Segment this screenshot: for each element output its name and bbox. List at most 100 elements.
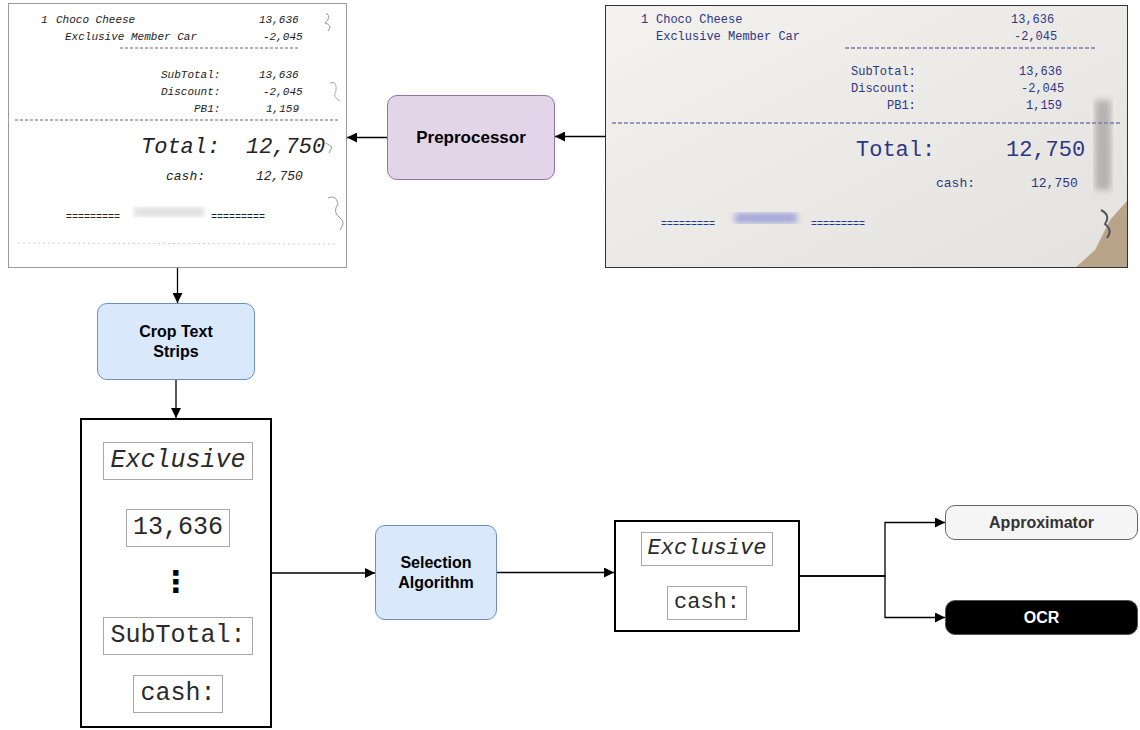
label-text: -2,045 — [1021, 82, 1064, 96]
receipt-line: 1,159 — [266, 98, 299, 116]
label-text: ⋮ — [161, 564, 191, 599]
label-text: 12,750 — [1031, 176, 1078, 191]
receipt-line: Choco Cheese — [56, 9, 135, 27]
receipt-line: SubTotal: — [851, 61, 916, 79]
receipt-line: 12,750 — [1006, 139, 1085, 163]
receipt-line: PB1: — [887, 95, 916, 113]
connector-arrow — [800, 576, 945, 618]
label-text: 1 — [41, 14, 48, 26]
label-text: 1,159 — [266, 103, 299, 115]
label-text: 1 — [641, 13, 648, 27]
label-text: 1,159 — [1026, 99, 1062, 113]
receipt-line: 1,159 — [1026, 95, 1062, 113]
connector-arrow — [497, 572, 614, 573]
label-text: -2,045 — [263, 31, 303, 43]
receipt-line: ========= — [66, 206, 120, 224]
process-box: Crop Text Strips — [97, 303, 255, 380]
ellipsis-holder: ⋮ — [82, 562, 270, 602]
label-text: cash: — [674, 590, 740, 615]
connector-arrow — [177, 268, 178, 303]
label-text: Crop Text Strips — [129, 322, 224, 362]
label-text: Choco Cheese — [56, 14, 135, 26]
receipt-line: -2,045 — [263, 81, 303, 99]
receipt-line: 12,750 — [1031, 173, 1078, 191]
connector-arrow — [347, 137, 387, 138]
label-text: Total: — [856, 138, 935, 163]
text-strip: cash: — [667, 586, 747, 621]
label-text: Choco Cheese — [656, 13, 742, 27]
receipt-line: 13,636 — [259, 9, 299, 27]
label-text: 13,636 — [259, 14, 299, 26]
receipt-line: cash: — [936, 173, 975, 191]
label-text: Total: — [141, 135, 220, 160]
label-text: Exclusive Member Car — [656, 30, 800, 44]
label-text: ========= — [811, 219, 865, 230]
label-text: cash: — [140, 679, 215, 708]
connector-arrow — [175, 380, 176, 418]
label-text: 12,750 — [256, 169, 303, 184]
label-text: Discount: — [161, 86, 220, 98]
label-text: 12,750 — [246, 135, 325, 160]
process-box: Selection Algorithm — [375, 525, 497, 620]
receipt-line: cash: — [166, 166, 205, 184]
label-text: cash: — [936, 176, 975, 191]
receipt-line: Discount: — [161, 81, 220, 99]
connector-arrow — [272, 572, 375, 573]
label-text: PB1: — [887, 99, 916, 113]
receipt-line: 12,750 — [246, 136, 325, 160]
receipt-line: 12,750 — [256, 166, 303, 184]
receipt-line: ========= — [661, 213, 715, 231]
receipt-line: 13,636 — [259, 64, 299, 82]
label-text: ========= — [211, 212, 265, 223]
label-text: 13,636 — [1011, 13, 1054, 27]
receipt-line: -2,045 — [1014, 26, 1057, 44]
receipt-line: ========= — [811, 213, 865, 231]
text-strip: SubTotal: — [103, 617, 252, 656]
label-text: SubTotal: — [851, 65, 916, 79]
output-box: Approximator — [945, 505, 1138, 540]
connector-arrow — [555, 136, 605, 137]
label-text: SubTotal: — [110, 621, 245, 650]
text-strip: cash: — [133, 675, 222, 714]
receipt-line: PB1: — [194, 98, 220, 116]
label-text: -2,045 — [1014, 30, 1057, 44]
receipt-line: Total: — [856, 139, 935, 163]
text-strip: 13,636 — [126, 509, 230, 548]
receipt-line: -2,045 — [1021, 78, 1064, 96]
label-text: ========= — [661, 219, 715, 230]
receipt-line: Choco Cheese — [656, 9, 742, 27]
label-text: 13,636 — [259, 69, 299, 81]
label-text: Preprocessor — [416, 127, 526, 148]
label-text: Exclusive — [648, 536, 767, 561]
label-text: 13,636 — [133, 513, 223, 542]
receipt-photo: 1Choco Cheese13,636Exclusive Member Car-… — [605, 5, 1128, 268]
receipt-line: 13,636 — [1019, 61, 1062, 79]
receipt-line: -2,045 — [263, 26, 303, 44]
process-box: Preprocessor — [387, 95, 555, 180]
label-text: Approximator — [989, 513, 1094, 533]
preprocessed-receipt-image: 1Choco Cheese13,636Exclusive Member Car-… — [8, 3, 347, 268]
receipt-line: Exclusive Member Car — [65, 26, 197, 44]
label-text: PB1: — [194, 103, 220, 115]
receipt-line: 1 — [41, 9, 48, 27]
label-text: 12,750 — [1006, 138, 1085, 163]
output-box: OCR — [945, 600, 1138, 635]
label-text: cash: — [166, 169, 205, 184]
label-text: ========= — [66, 212, 120, 223]
selected-strip-group: Exclusive cash: — [614, 520, 800, 632]
label-text: OCR — [1024, 608, 1060, 628]
strip-group: ⋮ Exclusive 13,636SubTotal: cash: — [80, 418, 272, 728]
label-text: SubTotal: — [161, 69, 220, 81]
label-text: 13,636 — [1019, 65, 1062, 79]
receipt-line: 1 — [641, 9, 648, 27]
label-text: Exclusive Member Car — [65, 31, 197, 43]
label-text: Discount: — [851, 82, 916, 96]
label-text: Exclusive — [110, 446, 245, 475]
receipt-line: Total: — [141, 136, 220, 160]
receipt-line: Exclusive Member Car — [656, 26, 800, 44]
text-strip: Exclusive — [641, 532, 774, 567]
receipt-line: Discount: — [851, 78, 916, 96]
receipt-line: ========= — [211, 206, 265, 224]
connector-arrow — [800, 523, 945, 577]
